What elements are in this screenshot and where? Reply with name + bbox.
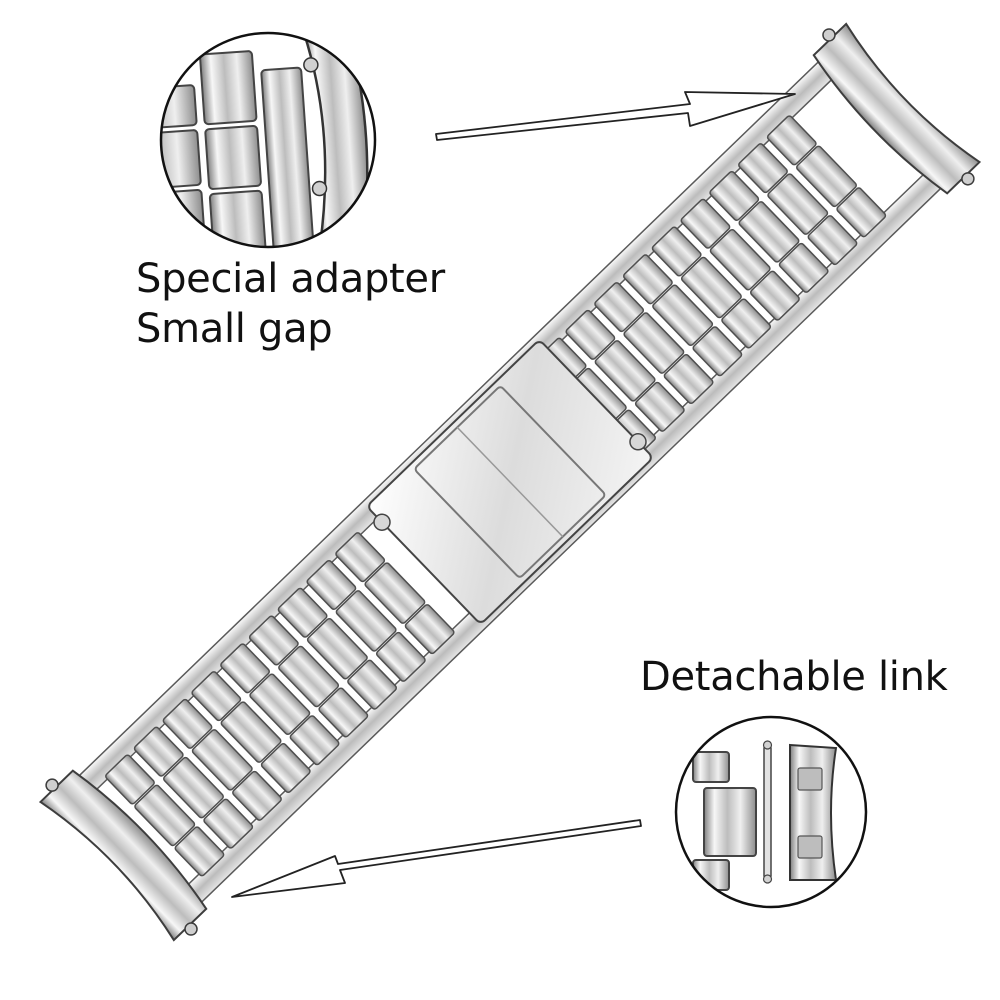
bracelet-end-left [38,769,208,942]
adapter-caption-line1: Special adapter [136,256,445,302]
bracelet [38,22,982,942]
adapter-zoom-circle [159,31,377,249]
detachable-zoom-circle [674,715,868,909]
detachable-caption: Detachable link [640,654,948,700]
arrow-left-icon [231,819,642,898]
bracelet-end-right [812,22,982,195]
adapter-caption-line2: Small gap [136,306,333,352]
bracelet-clasp [368,341,652,623]
arrow-right-icon [435,91,796,141]
